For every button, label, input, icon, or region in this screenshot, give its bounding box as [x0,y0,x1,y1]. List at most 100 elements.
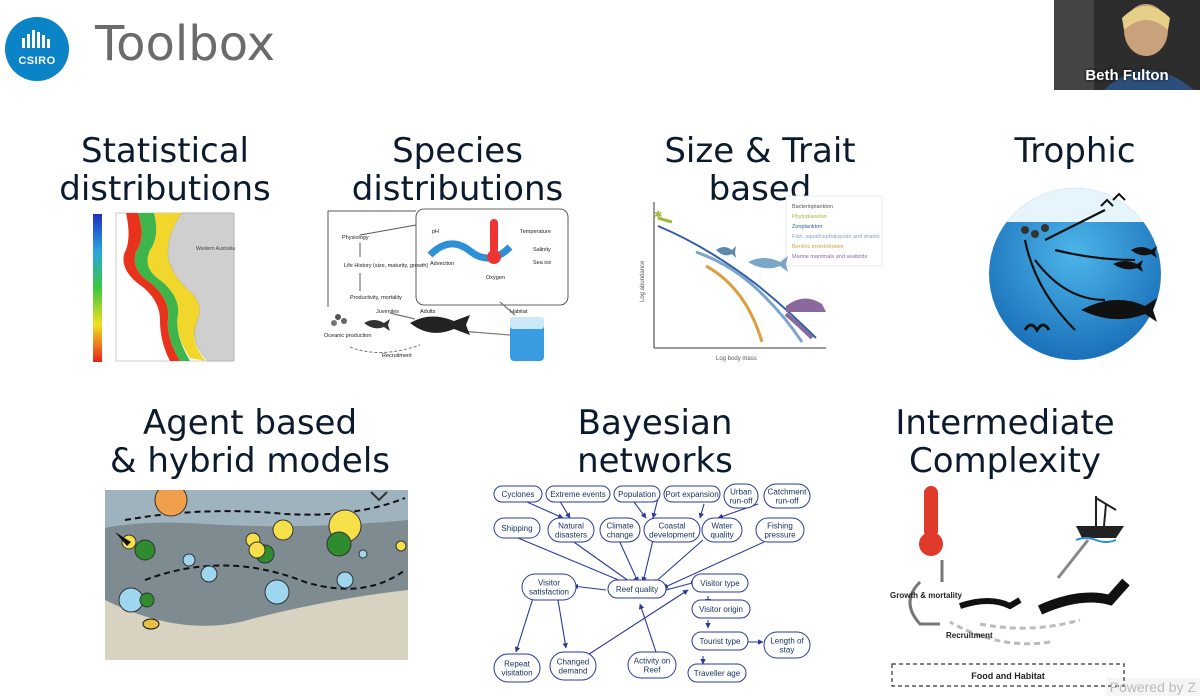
svg-text:Cyclones: Cyclones [502,490,535,499]
svg-text:pressure: pressure [764,531,796,540]
svg-text:disasters: disasters [555,531,587,540]
label-growth-mortality: Growth & mortality [890,591,963,600]
legend-entry: Phytoplankton [792,214,827,220]
heading-agent-based: Agent based& hybrid models [110,403,390,481]
svg-text:Climate: Climate [606,522,634,531]
thermometer-icon [490,219,498,253]
label-physiology: Physiology [342,235,369,241]
svg-text:stay: stay [780,646,795,655]
node-cyclones: Cyclones [493,485,543,503]
svg-text:Fishing: Fishing [767,522,793,531]
label-productivity: Productivity, mortality [350,295,402,301]
legend-entry: Zooplankton [792,224,822,230]
svg-text:Traveller age: Traveller age [694,669,741,678]
label-oceanic: Oceanic production [324,333,371,339]
node-visitor-origin: Visitor origin [691,599,751,619]
label-temperature: Temperature [520,229,551,235]
shark-icon [748,256,788,272]
svg-text:satisfaction: satisfaction [529,588,569,597]
trophic-web-figure [989,188,1161,360]
presenter-video: Beth Fulton [1054,0,1200,90]
node-traveller-age: Traveller age [687,663,747,683]
boat-agent-icon [142,618,160,630]
thermometer-icon [924,486,938,538]
label-ph: pH [432,229,439,235]
fish-icon [716,246,736,258]
svg-text:Reef: Reef [644,666,662,675]
heading-trophic: Trophic [1014,131,1136,171]
svg-text:quality: quality [710,531,733,540]
label-recruitment: Recruitment [382,353,412,359]
legend-entry: Marine mammals and seabirds [792,254,867,260]
label-recruitment: Recruitment [946,631,993,640]
lobster-large-icon [1037,578,1130,615]
food-habitat-box [891,663,1125,687]
map-region-label: Western Australia [196,246,235,252]
benthic-curve [705,264,764,343]
svg-text:Visitor: Visitor [538,579,560,588]
svg-text:Tourist type: Tourist type [700,637,741,646]
svg-text:Urban: Urban [730,488,752,497]
label-food-habitat: Food and Habitat [971,671,1045,681]
svg-text:Coastal: Coastal [658,522,685,531]
label-juveniles: Juveniles [376,309,399,315]
svg-text:Water: Water [711,522,732,531]
whale-icon [786,298,826,312]
colorbar [93,214,102,362]
legend-entry: Fish, squid/cephalopods and sharks [792,234,880,240]
svg-text:Repeat: Repeat [504,660,531,669]
svg-text:Length of: Length of [770,637,804,646]
size-xlabel: Log body mass [716,356,757,362]
node-extreme-events: Extreme events [545,485,611,503]
size-ylabel: Log abundance [640,260,646,302]
seabird-icon [1100,192,1126,207]
legend-entry: Benthic invertebrates [792,244,844,250]
tuna-adult-icon [410,315,470,335]
fish-icon-2 [1131,246,1157,258]
logo-bars-icon [22,30,50,48]
tuna-juvenile-icon [364,319,390,331]
svg-text:run-off: run-off [730,497,754,506]
shark-agent-icon [115,532,131,546]
label-habitat: Habitat [510,309,528,315]
svg-text:Population: Population [618,490,656,499]
node-shipping: Shipping [493,517,541,539]
statistical-map-figure: Western Australia [90,210,238,370]
svg-text:Reef quality: Reef quality [616,585,658,594]
logo-text: CSIRO [18,55,56,67]
node-reef-quality: Reef quality [607,579,667,599]
presenter-name: Beth Fulton [1085,67,1169,84]
svg-text:run-off: run-off [776,497,800,506]
intermediate-complexity-figure: Growth & mortality Recruitment Food and … [890,486,1130,687]
shark-icon [1081,298,1157,322]
species-distributions-figure: pH Temperature Salinity Sea ice Advectio… [324,208,569,361]
svg-text:Activity on: Activity on [634,657,670,666]
label-oxygen: Oxygen [486,275,505,281]
mammal-curve [784,312,814,340]
svg-text:Natural: Natural [558,522,584,531]
label-sea-ice: Sea ice [533,260,551,266]
svg-text:Catchment: Catchment [768,488,807,497]
node-population: Population [613,485,661,503]
fishing-boat-icon [1076,526,1124,538]
benthos-icon [1023,323,1051,333]
svg-text:visitation: visitation [501,669,532,678]
node-visitor-type: Visitor type [691,573,749,593]
size-spectrum-figure: Log abundance Log body mass Bacterioplan… [640,195,883,362]
svg-text:Extreme events: Extreme events [550,490,606,499]
